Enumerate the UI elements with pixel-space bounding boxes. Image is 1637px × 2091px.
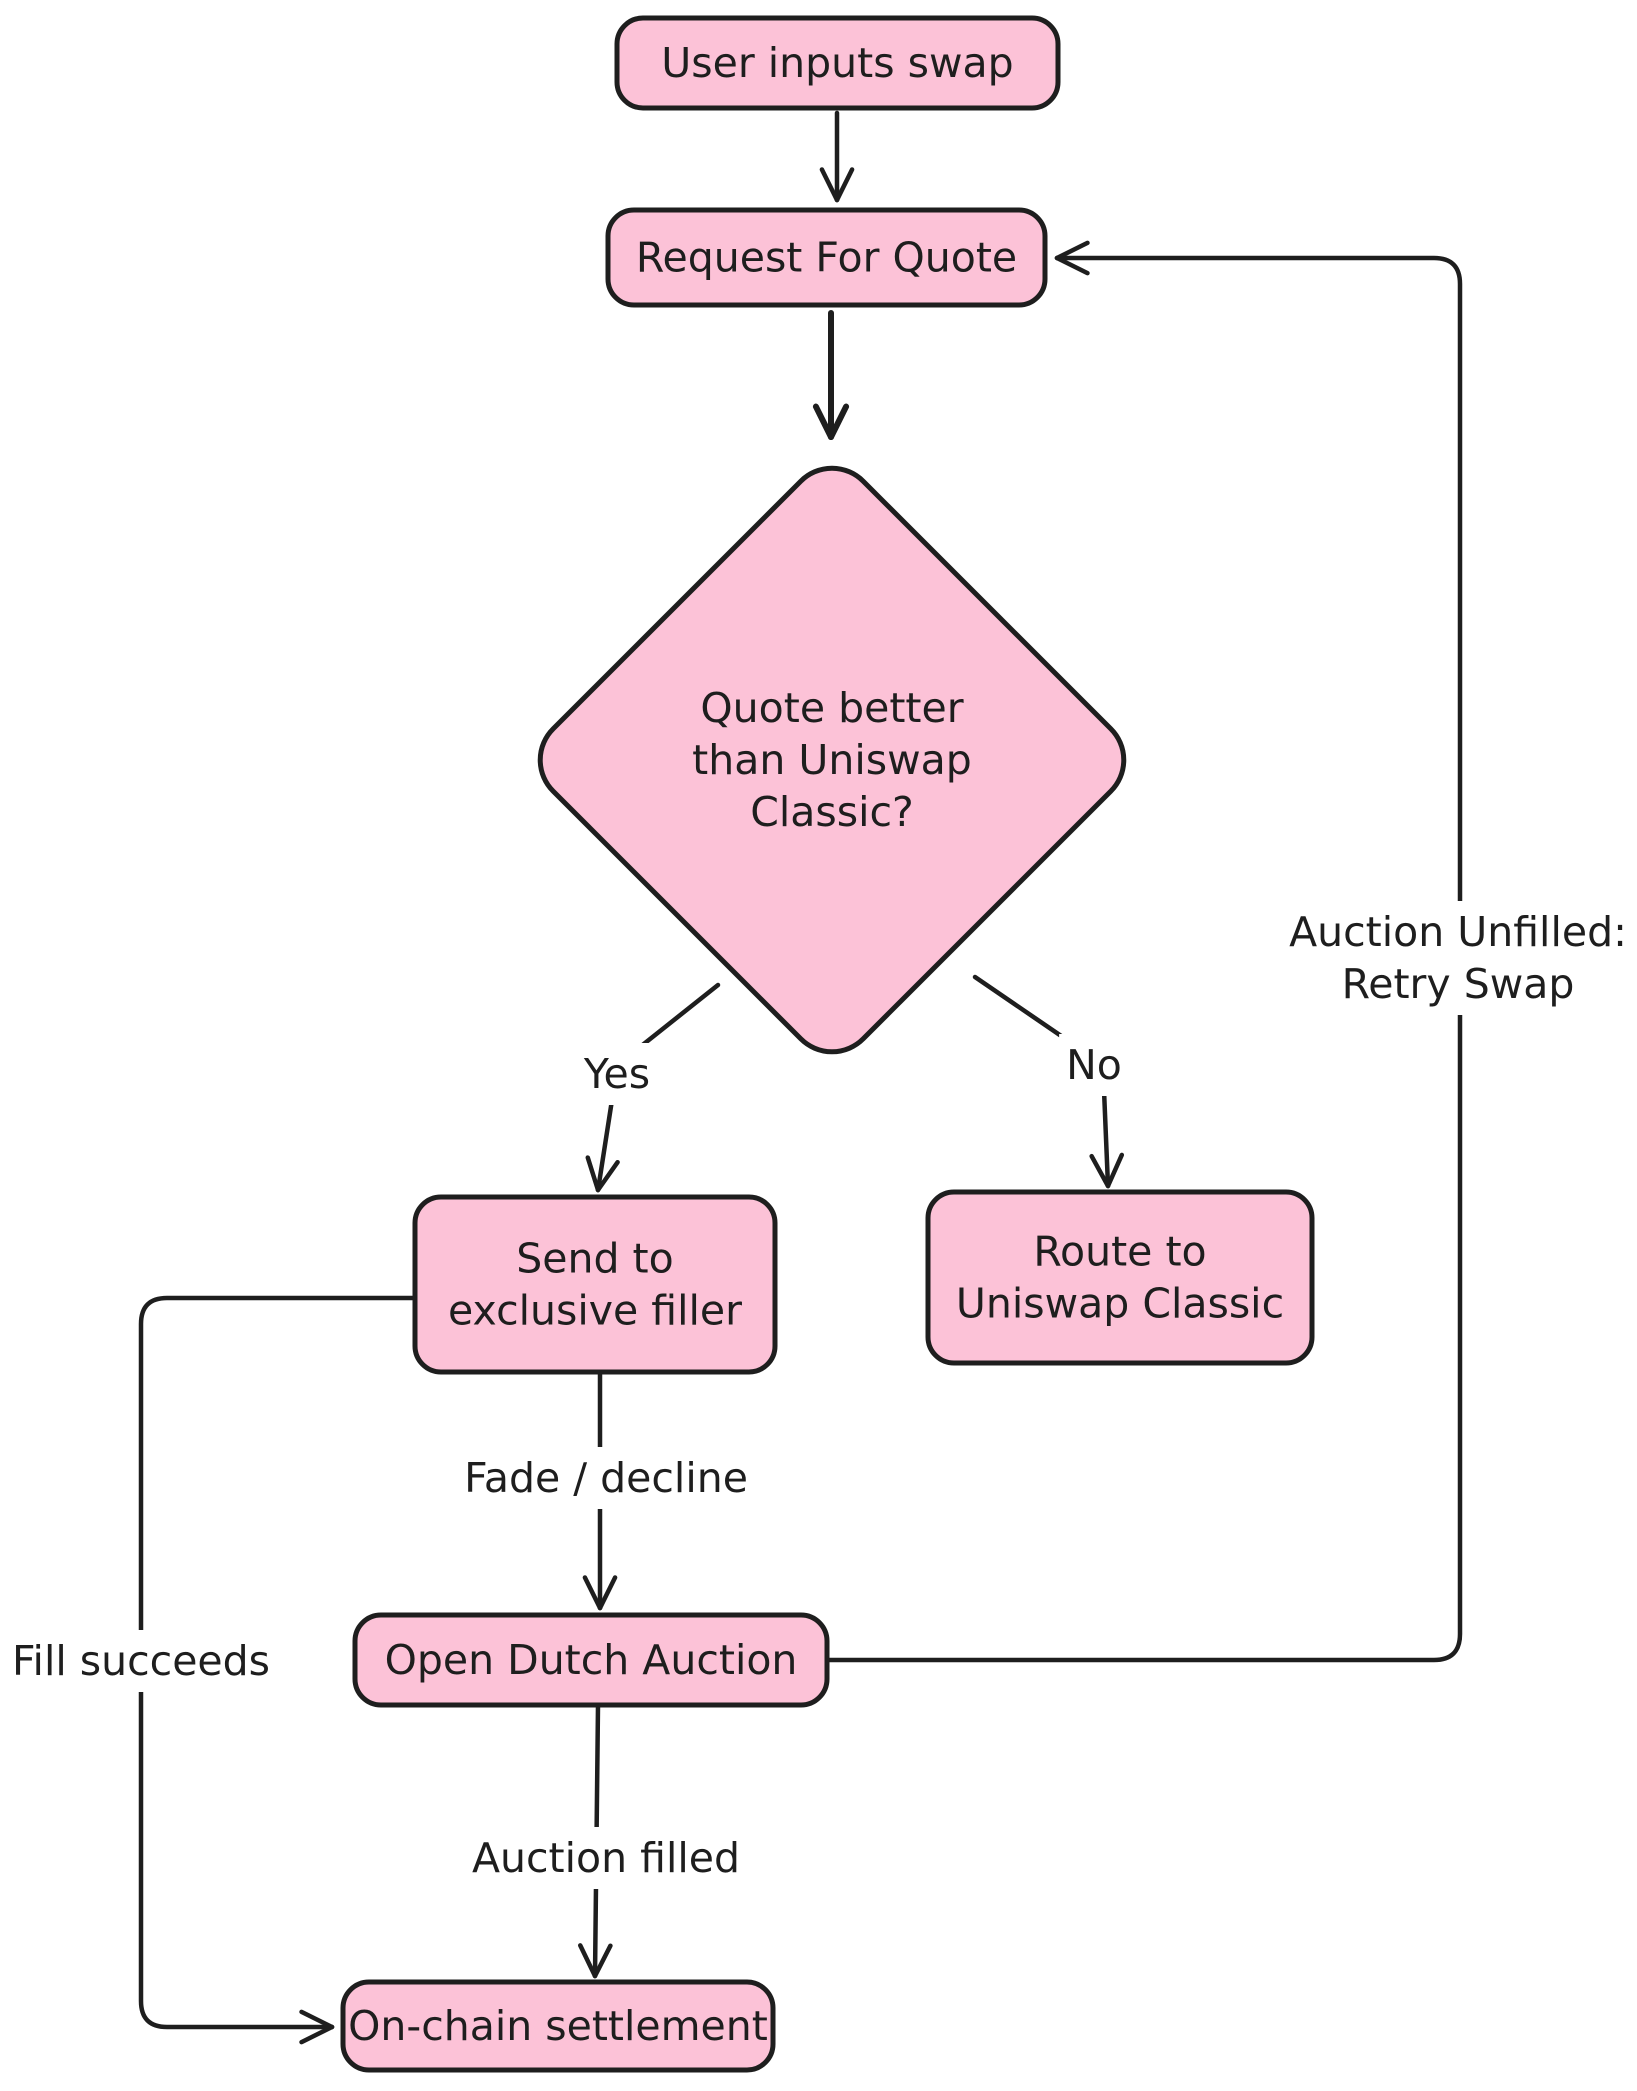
edge-label-backdrop [4,1630,278,1692]
edge-label-text: Yes [583,1050,650,1098]
node-label: Route to [1033,1228,1206,1276]
edge-user-to-rfq [819,110,855,203]
edge-label-backdrop [575,1043,658,1105]
node-label: Open Dutch Auction [385,1636,798,1684]
node-label: User inputs swap [661,39,1013,87]
edge-label-backdrop [1059,1034,1129,1096]
edge-rfq-to-decision [812,310,850,440]
edge-label-text: Fade / decline [464,1454,748,1502]
edge-label-auction-unfilled-retry: Auction Unfilled:Retry Swap [1282,901,1634,1015]
edge-label-fill-succeeds: Fill succeeds [4,1630,278,1692]
edge-label-auction-filled: Auction filled [464,1827,748,1889]
edge-label-backdrop [457,1447,755,1509]
edge-label-decision-no: No [1059,1034,1129,1096]
node-open-dutch-auction: Open Dutch Auction [352,1612,830,1708]
node-label: than Uniswap [692,736,972,784]
node-label: Quote better [700,684,963,732]
node-label: Send to [516,1235,673,1283]
edge-label-text: Auction filled [472,1834,740,1882]
edge-label-text: Fill succeeds [12,1637,270,1685]
edge-label-text: No [1066,1041,1122,1089]
node-on-chain-settlement: On-chain settlement [340,1979,776,2073]
node-label: Classic? [750,788,914,836]
edges-layer [138,110,1463,2045]
edge-label-decision-yes: Yes [575,1043,658,1105]
edge-label-filler-fade-decline: Fade / decline [457,1447,755,1509]
node-label: Request For Quote [636,234,1017,282]
edge-label-backdrop [1282,901,1634,1015]
node-request-for-quote: Request For Quote [605,207,1048,308]
edge-label-text: Auction Unfilled: [1289,908,1627,956]
edge-label-backdrop [464,1827,748,1889]
node-user-inputs-swap: User inputs swap [614,15,1061,111]
edge-label-text: Retry Swap [1342,960,1575,1008]
node-label: On-chain settlement [348,2002,768,2050]
node-label: exclusive filler [448,1287,742,1335]
node-label: Uniswap Classic [956,1280,1284,1328]
